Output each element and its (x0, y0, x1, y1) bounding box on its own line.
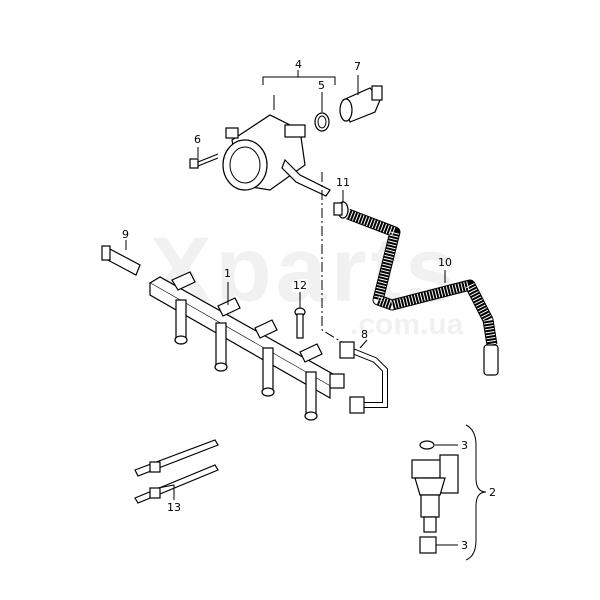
hose-clip-11 (333, 201, 349, 219)
seal-ring-5 (314, 112, 330, 132)
callout-8: 8 (361, 328, 368, 341)
fuel-pipe-8 (329, 341, 388, 414)
watermark-domain: .com.ua (350, 308, 464, 341)
fuel-hose-10 (346, 208, 498, 346)
callout-5: 5 (318, 79, 325, 92)
connector-7 (339, 85, 383, 123)
callout-13: 13 (167, 501, 181, 514)
callout-11: 11 (336, 176, 350, 189)
injector-2 (411, 440, 459, 554)
callout-10: 10 (438, 256, 452, 269)
callout-9: 9 (122, 228, 129, 241)
bolt-6 (189, 153, 219, 169)
callout-3-seal: 3 (461, 439, 468, 452)
high-pressure-pump (222, 114, 331, 197)
callout-6: 6 (194, 133, 201, 146)
callout-1: 1 (224, 267, 231, 280)
callout-12: 12 (293, 279, 307, 292)
cable-ties-13 (134, 439, 219, 504)
callout-4: 4 (295, 58, 302, 71)
pressure-sensor-9 (101, 245, 141, 276)
bolt-12 (294, 307, 306, 339)
callout-3-sleeve: 3 (461, 539, 468, 552)
fuel-rail-1 (148, 271, 342, 421)
leader-lines (125, 70, 487, 561)
callout-7: 7 (354, 60, 361, 73)
callout-2: 2 (489, 486, 496, 499)
